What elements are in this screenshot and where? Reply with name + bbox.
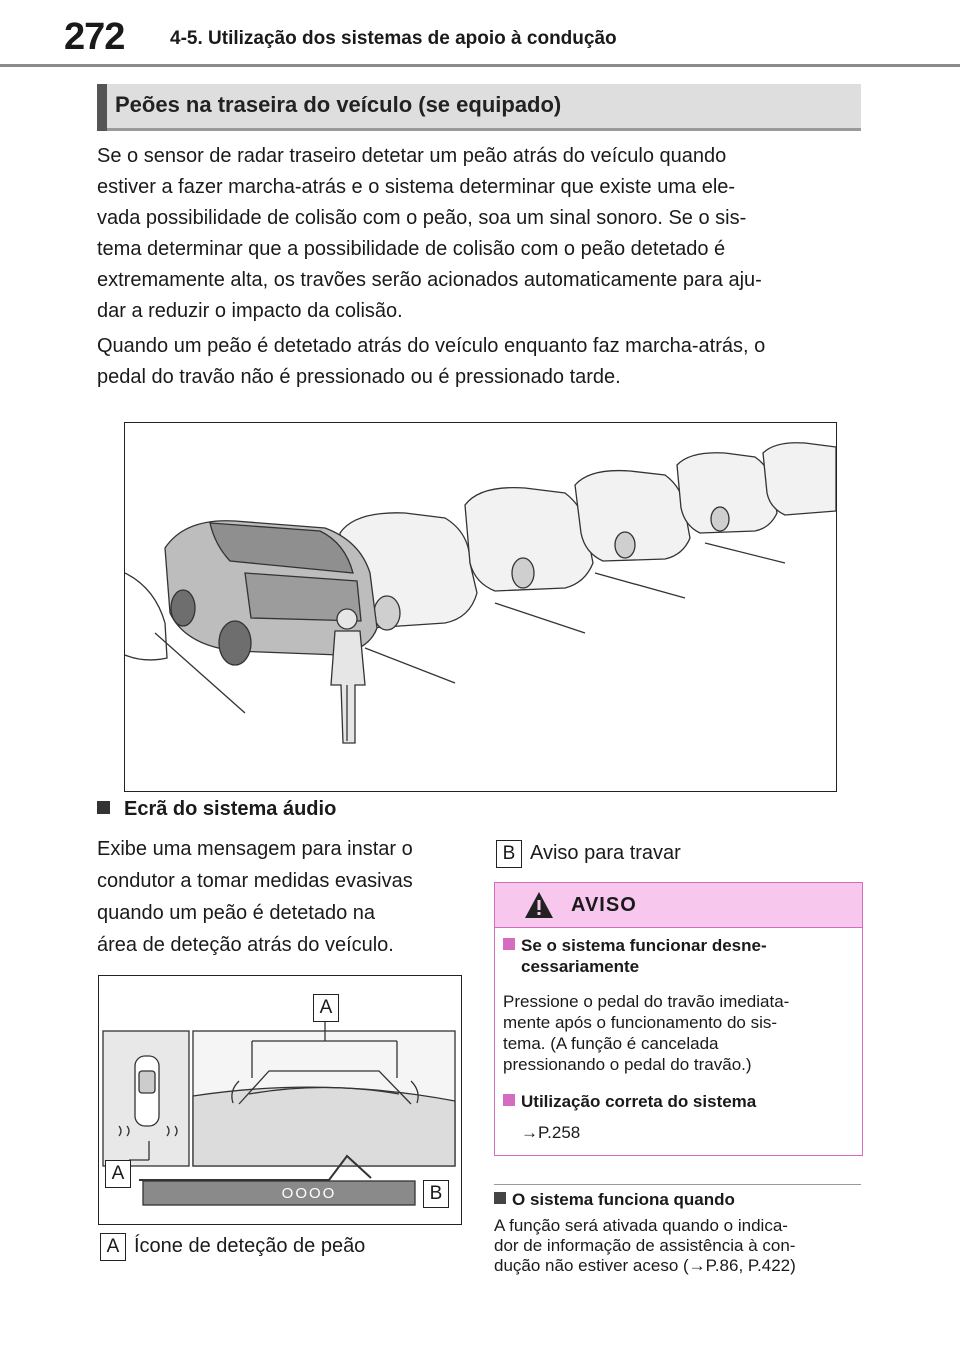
warning-sub2-text: Utilização correta do sistema bbox=[521, 1092, 757, 1111]
text-line: Pressione o pedal do travão imediata- bbox=[503, 992, 790, 1011]
chapter-title: 4-5. Utilização dos sistemas de apoio à … bbox=[170, 28, 617, 49]
note-body: A função será ativada quando o indica- d… bbox=[494, 1216, 864, 1276]
text-line: vada possibilidade de colisão com o peão… bbox=[97, 207, 747, 229]
text-line: mente após o funcionamento do sis- bbox=[503, 1013, 778, 1032]
warning-subheading: Se o sistema funcionar desne- cessariame… bbox=[503, 935, 853, 977]
warning-subheading: Utilização correta do sistema bbox=[503, 1091, 853, 1112]
audio-screen-illustration: A A B OOOO bbox=[98, 975, 462, 1225]
text-line: Se o sensor de radar traseiro detetar um… bbox=[97, 145, 727, 167]
text-line: estiver a fazer marcha-atrás e o sistema… bbox=[97, 176, 736, 198]
label-b-text: Aviso para travar bbox=[530, 842, 681, 864]
warning-title: AVISO bbox=[571, 894, 637, 916]
warning-triangle-icon bbox=[525, 892, 553, 918]
label-a-box: A bbox=[313, 994, 339, 1022]
note-heading: O sistema funciona quando bbox=[494, 1190, 735, 1210]
text-line: tema determinar que a possibilidade de c… bbox=[97, 238, 726, 260]
warning-page-reference: →P.258 bbox=[521, 1123, 581, 1142]
warning-header: AVISO bbox=[495, 883, 862, 928]
square-bullet-icon bbox=[494, 1192, 506, 1204]
text-line: Quando um peão é detetado atrás do veícu… bbox=[97, 335, 766, 357]
parking-illustration bbox=[124, 422, 837, 792]
text-line: dução não estiver aceso (→P.86, P.422) bbox=[494, 1256, 796, 1275]
warning-text: Pressione o pedal do travão imediata- me… bbox=[503, 991, 853, 1075]
text-line: A função será ativada quando o indica- bbox=[494, 1216, 788, 1235]
text-line: extremamente alta, os travões serão acio… bbox=[97, 269, 762, 291]
warning-sub1-line: cessariamente bbox=[521, 957, 640, 976]
label-a-text: Ícone de deteção de peão bbox=[134, 1235, 366, 1257]
label-a-caption: A Ícone de deteção de peão bbox=[100, 1233, 365, 1261]
square-bullet-icon bbox=[97, 801, 110, 814]
pink-square-bullet-icon bbox=[503, 938, 515, 950]
note-heading-text: O sistema funciona quando bbox=[512, 1190, 735, 1209]
pink-square-bullet-icon bbox=[503, 1094, 515, 1106]
warning-body: Se o sistema funcionar desne- cessariame… bbox=[503, 935, 853, 1143]
section-title-bar: Peões na traseira do veículo (se equipad… bbox=[97, 84, 861, 131]
warning-sub1-line: Se o sistema funcionar desne- bbox=[521, 936, 767, 955]
label-b-caption: B Aviso para travar bbox=[496, 840, 681, 868]
text-line: área de deteção atrás do veículo. bbox=[97, 934, 394, 956]
section-marker bbox=[97, 84, 107, 131]
section-title: Peões na traseira do veículo (se equipad… bbox=[115, 92, 562, 117]
warning-box: AVISO Se o sistema funcionar desne- cess… bbox=[494, 882, 863, 1156]
callout-label-a-top: A bbox=[313, 994, 347, 1022]
audio-screen-heading: Ecrã do sistema áudio bbox=[97, 798, 336, 821]
text-line: tema. (A função é cancelada bbox=[503, 1034, 719, 1053]
audio-screen-description: Exibe uma mensagem para instar o conduto… bbox=[97, 833, 467, 961]
text-line: condutor a tomar medidas evasivas bbox=[97, 870, 413, 892]
intro-paragraph: Se o sensor de radar traseiro detetar um… bbox=[97, 141, 867, 327]
screen-message-text: OOOO bbox=[281, 1185, 337, 1202]
text-line: Exibe uma mensagem para instar o bbox=[97, 838, 413, 860]
label-a-box: A bbox=[105, 1160, 131, 1188]
header-divider bbox=[0, 64, 960, 67]
second-paragraph: Quando um peão é detetado atrás do veícu… bbox=[97, 331, 867, 393]
text-line: dor de informação de assistência à con- bbox=[494, 1236, 796, 1255]
text-line: pressionando o pedal do travão.) bbox=[503, 1055, 752, 1074]
parking-illustration-drawing bbox=[124, 442, 837, 744]
note-divider bbox=[494, 1184, 861, 1185]
text-line: quando um peão é detetado na bbox=[97, 902, 376, 924]
label-b-box: B bbox=[496, 840, 522, 868]
page-number: 272 bbox=[64, 16, 125, 58]
label-b-box: B bbox=[423, 1180, 449, 1208]
text-line: dar a reduzir o impacto da colisão. bbox=[97, 300, 403, 322]
audio-screen-drawing bbox=[102, 1020, 456, 1206]
callout-label-b: B bbox=[423, 1180, 457, 1208]
text-line: pedal do travão não é pressionado ou é p… bbox=[97, 366, 621, 388]
label-a-box: A bbox=[100, 1233, 126, 1261]
audio-screen-heading-text: Ecrã do sistema áudio bbox=[124, 798, 337, 820]
callout-label-a-left: A bbox=[105, 1160, 139, 1188]
